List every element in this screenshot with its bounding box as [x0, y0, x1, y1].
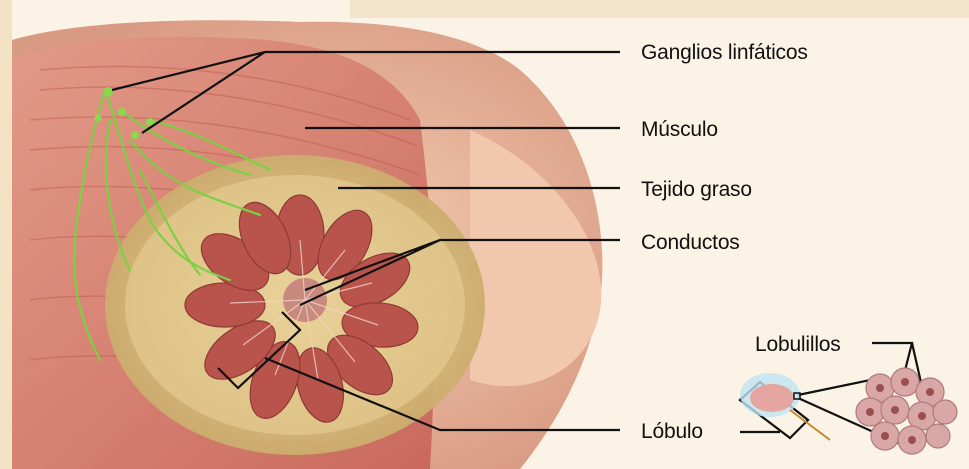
label-lobe: Lóbulo: [641, 420, 703, 444]
label-lobules: Lobulillos: [755, 333, 841, 357]
label-muscle: Músculo: [641, 118, 718, 142]
label-lymph-nodes: Ganglios linfáticos: [641, 41, 808, 65]
label-fatty-tissue: Tejido graso: [641, 178, 752, 202]
label-ducts: Conductos: [641, 231, 740, 255]
